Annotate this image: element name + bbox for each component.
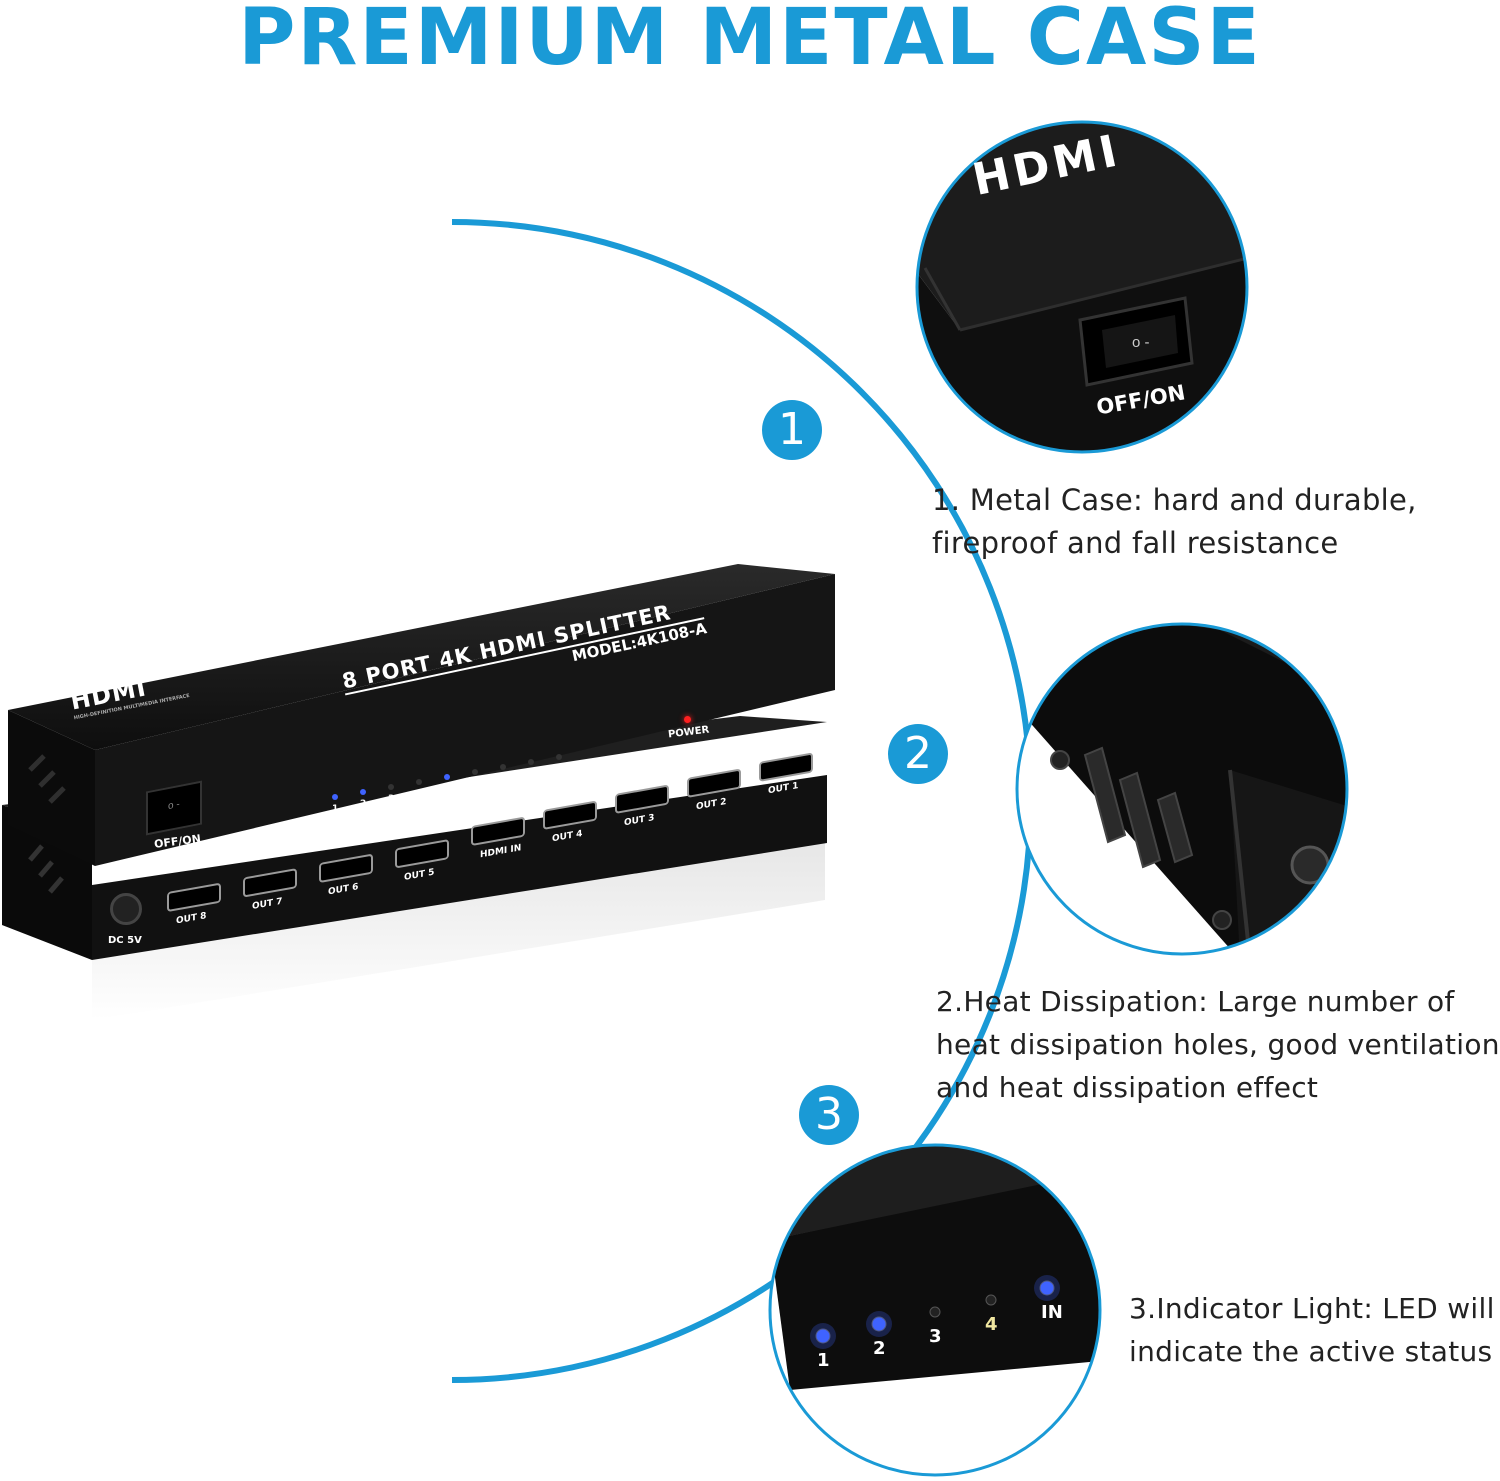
zoom-switch-marks: o - [1132, 334, 1150, 351]
led-label: IN [444, 784, 455, 794]
zoom-led-label: 4 [985, 1314, 998, 1335]
headline: PREMIUM METAL CASE [238, 0, 1262, 83]
status-led [416, 779, 422, 785]
status-led [556, 754, 562, 760]
zoom-led [929, 1306, 941, 1318]
power-led [684, 716, 691, 723]
status-led [472, 769, 478, 775]
step-badge-2: 2 [888, 724, 948, 784]
led-label: 4 [416, 789, 422, 799]
led-label: 2 [360, 799, 366, 809]
led-label: 7 [528, 769, 534, 779]
hdmi-port [395, 839, 449, 868]
lower-case-front [92, 775, 827, 960]
hdmi-port [543, 801, 597, 830]
status-led [360, 789, 366, 795]
zoom-switch [917, 122, 1247, 452]
hdmi-port [243, 868, 297, 897]
status-led [388, 784, 394, 790]
zoom-vents [1017, 624, 1347, 954]
hdmi-port [687, 769, 741, 798]
hdmi-port [319, 854, 373, 883]
zoom-led [985, 1294, 997, 1306]
status-led [528, 759, 534, 765]
led-label: 8 [556, 764, 562, 774]
status-led [500, 764, 506, 770]
dc-label: DC 5V [108, 935, 142, 946]
upper-case-top [8, 564, 835, 750]
zoom-led [871, 1316, 887, 1332]
zoom-led-label: 1 [817, 1350, 830, 1371]
hdmi-port [759, 753, 813, 782]
step-badge-3: 3 [799, 1085, 859, 1145]
status-led [332, 794, 338, 800]
zoom-led [1039, 1280, 1055, 1296]
hdmi-port [615, 785, 669, 814]
feature-metal-case: 1. Metal Case: hard and durable,fireproo… [932, 483, 1417, 560]
upper-case-front [95, 574, 835, 866]
hdmi-splitter-device [2, 564, 835, 1020]
step-badge-1: 1 [762, 400, 822, 460]
zoom-led [815, 1328, 831, 1344]
zoom-led-label: IN [1041, 1302, 1063, 1323]
led-label: 5 [472, 779, 478, 789]
zoom-led-label: 2 [873, 1338, 886, 1359]
dc-power-jack [110, 893, 142, 925]
hdmi-port [471, 817, 525, 846]
led-label: 3 [388, 794, 394, 804]
status-led [444, 774, 450, 780]
hdmi-port [167, 883, 221, 912]
zoom-led-label: 3 [929, 1326, 942, 1347]
led-label: 1 [332, 804, 338, 814]
led-label: 6 [500, 774, 506, 784]
